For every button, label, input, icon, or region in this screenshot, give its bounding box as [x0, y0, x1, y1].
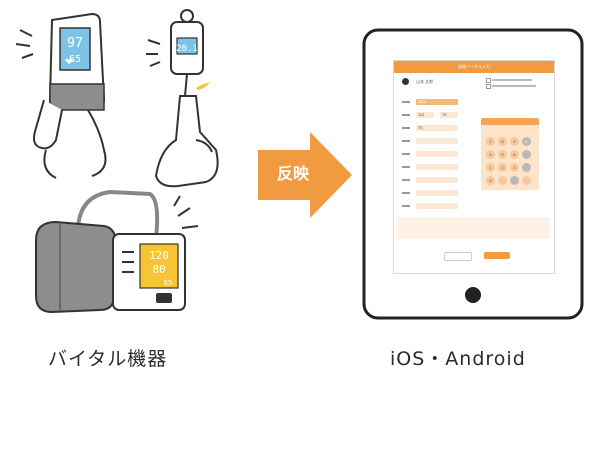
field-label-line [402, 140, 410, 142]
temperature-field[interactable]: 36.6 [416, 99, 458, 105]
key-7[interactable]: 7 [486, 137, 495, 146]
key-2[interactable]: 2 [498, 163, 507, 172]
empty-field[interactable] [416, 190, 458, 196]
bp-high-field[interactable]: 121 [416, 112, 434, 118]
key-gray[interactable] [522, 150, 531, 159]
bp-diastolic-value: 80 [152, 263, 165, 276]
tablet-screen: 記録バイタル入力 山本 太郎 36.6 121 79 70 7 8 9 C 4 … [393, 60, 555, 274]
key-1[interactable]: 1 [486, 163, 495, 172]
empty-field[interactable] [416, 151, 458, 157]
checkbox-icon [486, 84, 491, 89]
app-header: 記録バイタル入力 [394, 61, 554, 73]
home-button-icon [465, 287, 481, 303]
bp-pulse-value: 65 [164, 279, 172, 287]
cancel-button[interactable] [444, 252, 472, 261]
key-3[interactable]: 3 [510, 163, 519, 172]
field-label-line [402, 192, 410, 194]
key-0[interactable]: 0 [486, 176, 495, 185]
text-line [492, 79, 532, 81]
empty-field[interactable] [416, 138, 458, 144]
avatar [402, 78, 409, 85]
key-gray[interactable] [522, 163, 531, 172]
key-5[interactable]: 5 [498, 150, 507, 159]
empty-field[interactable] [416, 177, 458, 183]
key-gray[interactable] [510, 176, 519, 185]
key-blank[interactable] [522, 176, 531, 185]
key-8[interactable]: 8 [498, 137, 507, 146]
thermometer-illustration: 20.1 [146, 9, 219, 188]
platform-caption: iOS・Android [390, 348, 526, 370]
key-6[interactable]: 6 [510, 150, 519, 159]
field-label-line [402, 205, 410, 207]
reflect-arrow [258, 132, 352, 218]
oximeter-spo2-value: 97 [67, 36, 83, 51]
key-9[interactable]: 9 [510, 137, 519, 146]
field-label-line [402, 101, 410, 103]
reflect-label: 反映 [276, 164, 309, 183]
field-label-line [402, 127, 410, 129]
empty-field[interactable] [416, 203, 458, 209]
bp-low-field[interactable]: 79 [440, 112, 458, 118]
oximeter-pulse-value: 65 [69, 54, 81, 65]
field-label-line [402, 166, 410, 168]
memo-area[interactable] [396, 217, 550, 239]
pulse-field[interactable]: 70 [416, 125, 458, 131]
key-dot[interactable]: . [498, 176, 507, 185]
thermometer-value: 20.1 [176, 44, 198, 54]
field-label-line [402, 179, 410, 181]
key-4[interactable]: 4 [486, 150, 495, 159]
bp-systolic-value: 120 [149, 249, 169, 262]
save-button[interactable] [484, 252, 510, 259]
keypad-header [481, 118, 539, 125]
vital-devices-caption: バイタル機器 [48, 348, 168, 370]
pulse-oximeter-illustration: 97 65 [15, 12, 107, 179]
empty-field[interactable] [416, 164, 458, 170]
text-line [492, 85, 536, 87]
key-clear[interactable]: C [522, 137, 531, 146]
checkbox-icon [486, 78, 491, 83]
field-label-line [402, 153, 410, 155]
blood-pressure-monitor-illustration: 120 80 65 [35, 189, 199, 314]
field-label-line [402, 114, 410, 116]
patient-name: 山本 太郎 [416, 79, 434, 84]
